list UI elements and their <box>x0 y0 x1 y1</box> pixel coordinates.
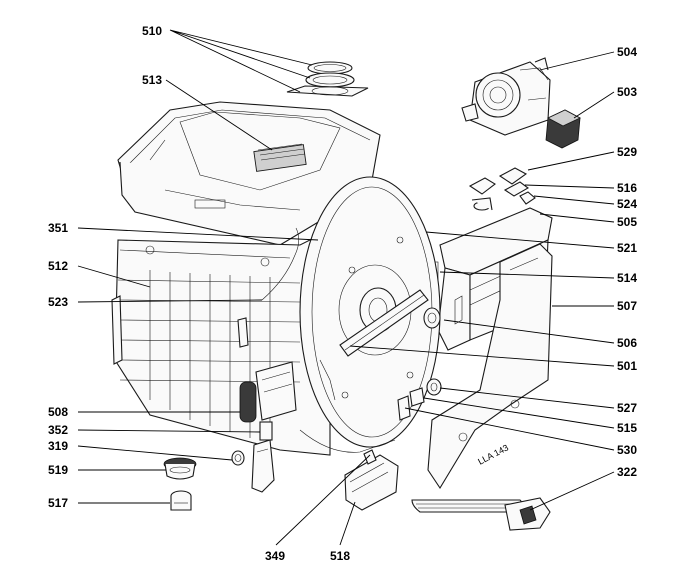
bracket-530 <box>397 395 411 421</box>
label-523: 523 <box>48 295 68 309</box>
seal-rings-510 <box>286 61 369 97</box>
label-508: 508 <box>48 405 68 419</box>
label-517: 517 <box>48 496 68 510</box>
label-505: 505 <box>617 215 637 229</box>
label-521: 521 <box>617 241 637 255</box>
label-527: 527 <box>617 401 637 415</box>
label-524: 524 <box>617 197 637 211</box>
label-503: 503 <box>617 85 637 99</box>
label-504: 504 <box>617 45 637 59</box>
fan-motor-504 <box>461 57 551 136</box>
label-510: 510 <box>142 24 162 38</box>
label-501: 501 <box>617 359 637 373</box>
label-507: 507 <box>617 299 637 313</box>
coupling-517 <box>170 490 192 511</box>
leader-lines <box>77 29 615 546</box>
label-514: 514 <box>617 271 637 285</box>
label-529: 529 <box>617 145 637 159</box>
label-516: 516 <box>617 181 637 195</box>
bottom-bracket-518 <box>344 449 399 511</box>
bracket-352 <box>251 439 275 493</box>
label-322: 322 <box>617 465 637 479</box>
label-319: 319 <box>48 439 68 453</box>
fittings-524 <box>471 191 536 211</box>
label-519: 519 <box>48 463 68 477</box>
label-351: 351 <box>48 221 68 235</box>
thermostat-515 <box>409 387 425 407</box>
filter-block-503 <box>545 109 582 149</box>
drum-tub <box>111 229 331 456</box>
drum-lower-arc <box>299 429 396 453</box>
clips-529 <box>468 167 529 197</box>
label-515: 515 <box>617 421 637 435</box>
sensor-527 <box>426 378 442 396</box>
label-349: 349 <box>265 549 285 563</box>
label-530: 530 <box>617 443 637 457</box>
heating-element-322 <box>411 497 551 531</box>
hose-523 <box>261 227 300 301</box>
drum-back-flange <box>299 176 441 448</box>
label-513: 513 <box>142 73 162 87</box>
label-512: 512 <box>48 259 68 273</box>
ring-319 <box>231 450 245 466</box>
motor-unit-508 <box>237 317 297 441</box>
tub-top-cover <box>117 101 381 246</box>
bearing-seal-519 <box>163 457 197 480</box>
heater-marking: LLA 143 <box>476 442 510 466</box>
label-506: 506 <box>617 336 637 350</box>
part-labels: 510 513 504 503 529 516 524 505 521 514 … <box>48 24 637 563</box>
label-518: 518 <box>330 549 350 563</box>
label-352: 352 <box>48 423 68 437</box>
